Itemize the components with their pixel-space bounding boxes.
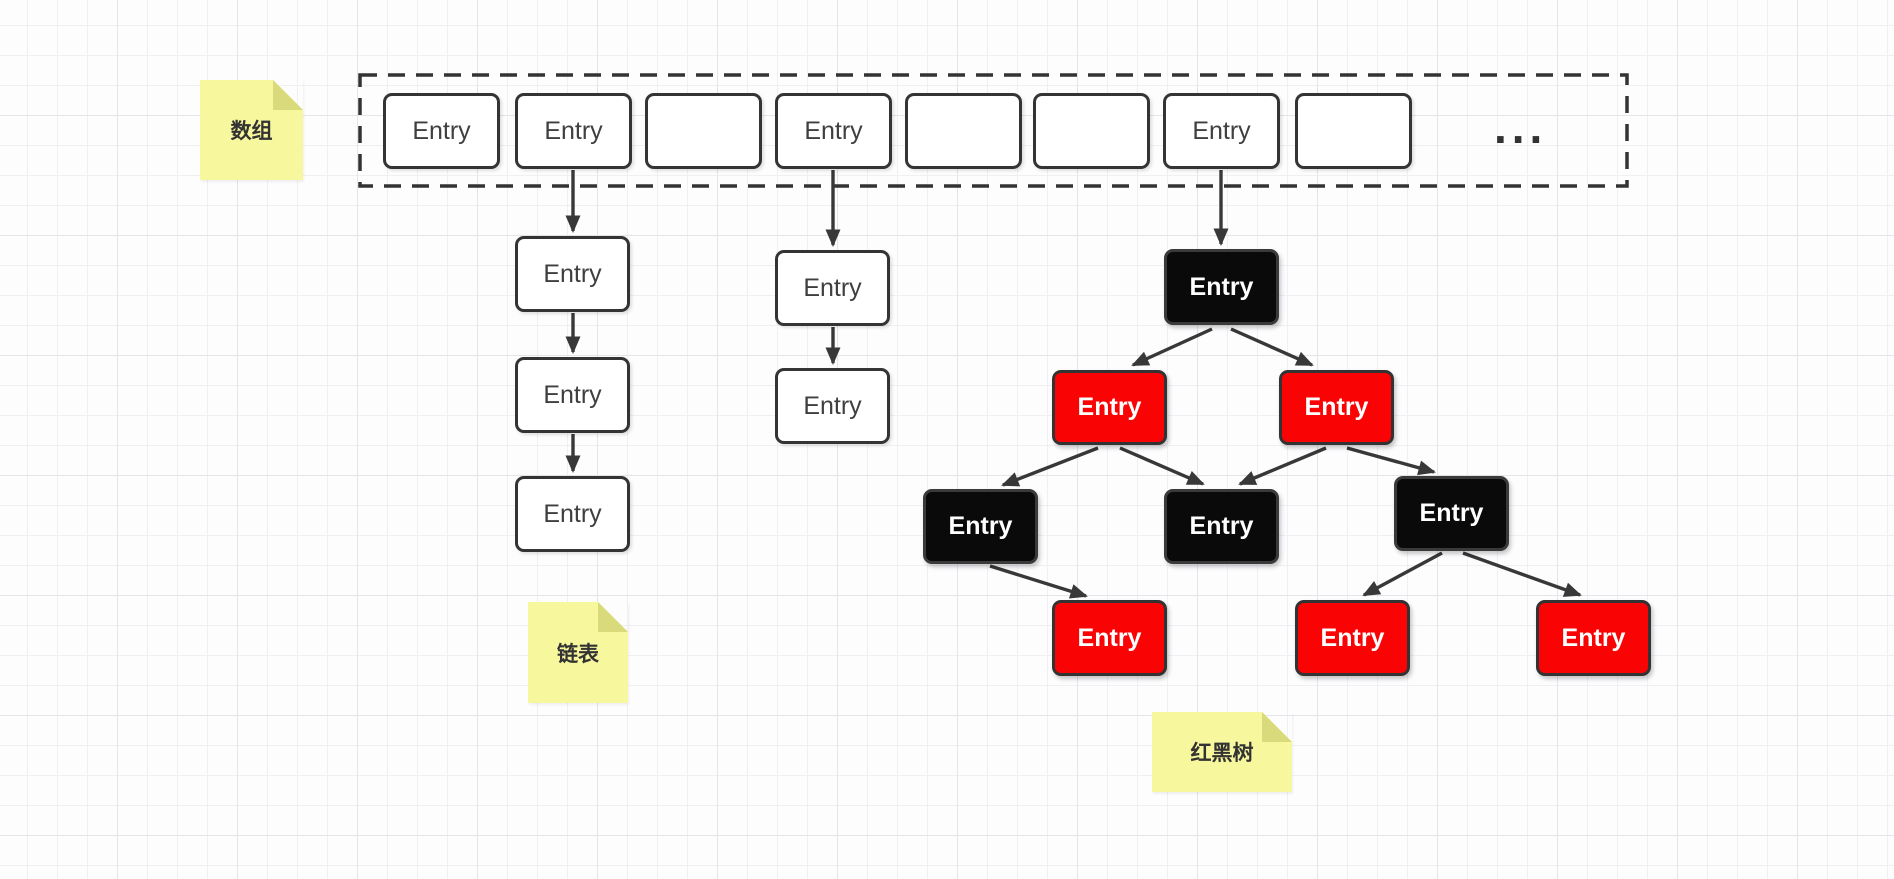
array-cell-3[interactable] (645, 93, 762, 169)
linked-list-b-node-1[interactable]: Entry (775, 250, 890, 326)
array-cell-1[interactable]: Entry (383, 93, 500, 169)
array-cell-4[interactable]: Entry (775, 93, 892, 169)
array-cell-6[interactable] (1033, 93, 1150, 169)
tree-red-leaf-2[interactable]: Entry (1295, 600, 1410, 676)
array-cell-7[interactable]: Entry (1163, 93, 1280, 169)
arrow-root-to-red-right (1230, 327, 1314, 367)
sticky-note-red-black-tree[interactable]: 红黑树 (1152, 712, 1292, 792)
array-ellipsis: ... (1494, 101, 1548, 153)
tree-black-node-right[interactable]: Entry (1394, 476, 1509, 551)
sticky-note-array[interactable]: 数组 (200, 80, 303, 180)
arrow-red-right-to-black-right (1346, 446, 1436, 476)
arrow-black-right-to-leaf-3 (1462, 551, 1582, 597)
sticky-note-linked-list[interactable]: 链表 (528, 602, 628, 703)
sticky-note-red-black-tree-label: 红黑树 (1190, 742, 1254, 765)
arrow-red-left-to-black-left (1001, 446, 1099, 487)
sticky-note-array-label: 数组 (230, 120, 273, 143)
arrow-root-to-red-left (1131, 327, 1213, 367)
array-cell-5[interactable] (905, 93, 1022, 169)
tree-black-node-middle[interactable]: Entry (1164, 489, 1279, 564)
arrow-red-left-to-black-middle (1119, 446, 1205, 486)
linked-list-b-node-2[interactable]: Entry (775, 368, 890, 444)
linked-list-a-node-2[interactable]: Entry (515, 357, 630, 433)
array-cell-8[interactable] (1295, 93, 1412, 169)
arrow-black-right-to-leaf-2 (1362, 551, 1443, 597)
tree-red-leaf-1[interactable]: Entry (1052, 600, 1167, 676)
folded-corner-icon (1262, 712, 1292, 742)
arrow-red-right-to-black-middle (1238, 446, 1327, 486)
folded-corner-icon (273, 80, 303, 110)
tree-red-leaf-3[interactable]: Entry (1536, 600, 1651, 676)
tree-red-node-right[interactable]: Entry (1279, 370, 1394, 445)
linked-list-a-node-1[interactable]: Entry (515, 236, 630, 312)
tree-root-node[interactable]: Entry (1164, 249, 1279, 325)
tree-black-node-left[interactable]: Entry (923, 489, 1038, 564)
folded-corner-icon (598, 602, 628, 632)
linked-list-a-node-3[interactable]: Entry (515, 476, 630, 552)
arrow-black-left-to-leaf-1 (989, 564, 1088, 599)
tree-red-node-left[interactable]: Entry (1052, 370, 1167, 445)
array-cell-2[interactable]: Entry (515, 93, 632, 169)
sticky-note-linked-list-label: 链表 (557, 642, 599, 666)
